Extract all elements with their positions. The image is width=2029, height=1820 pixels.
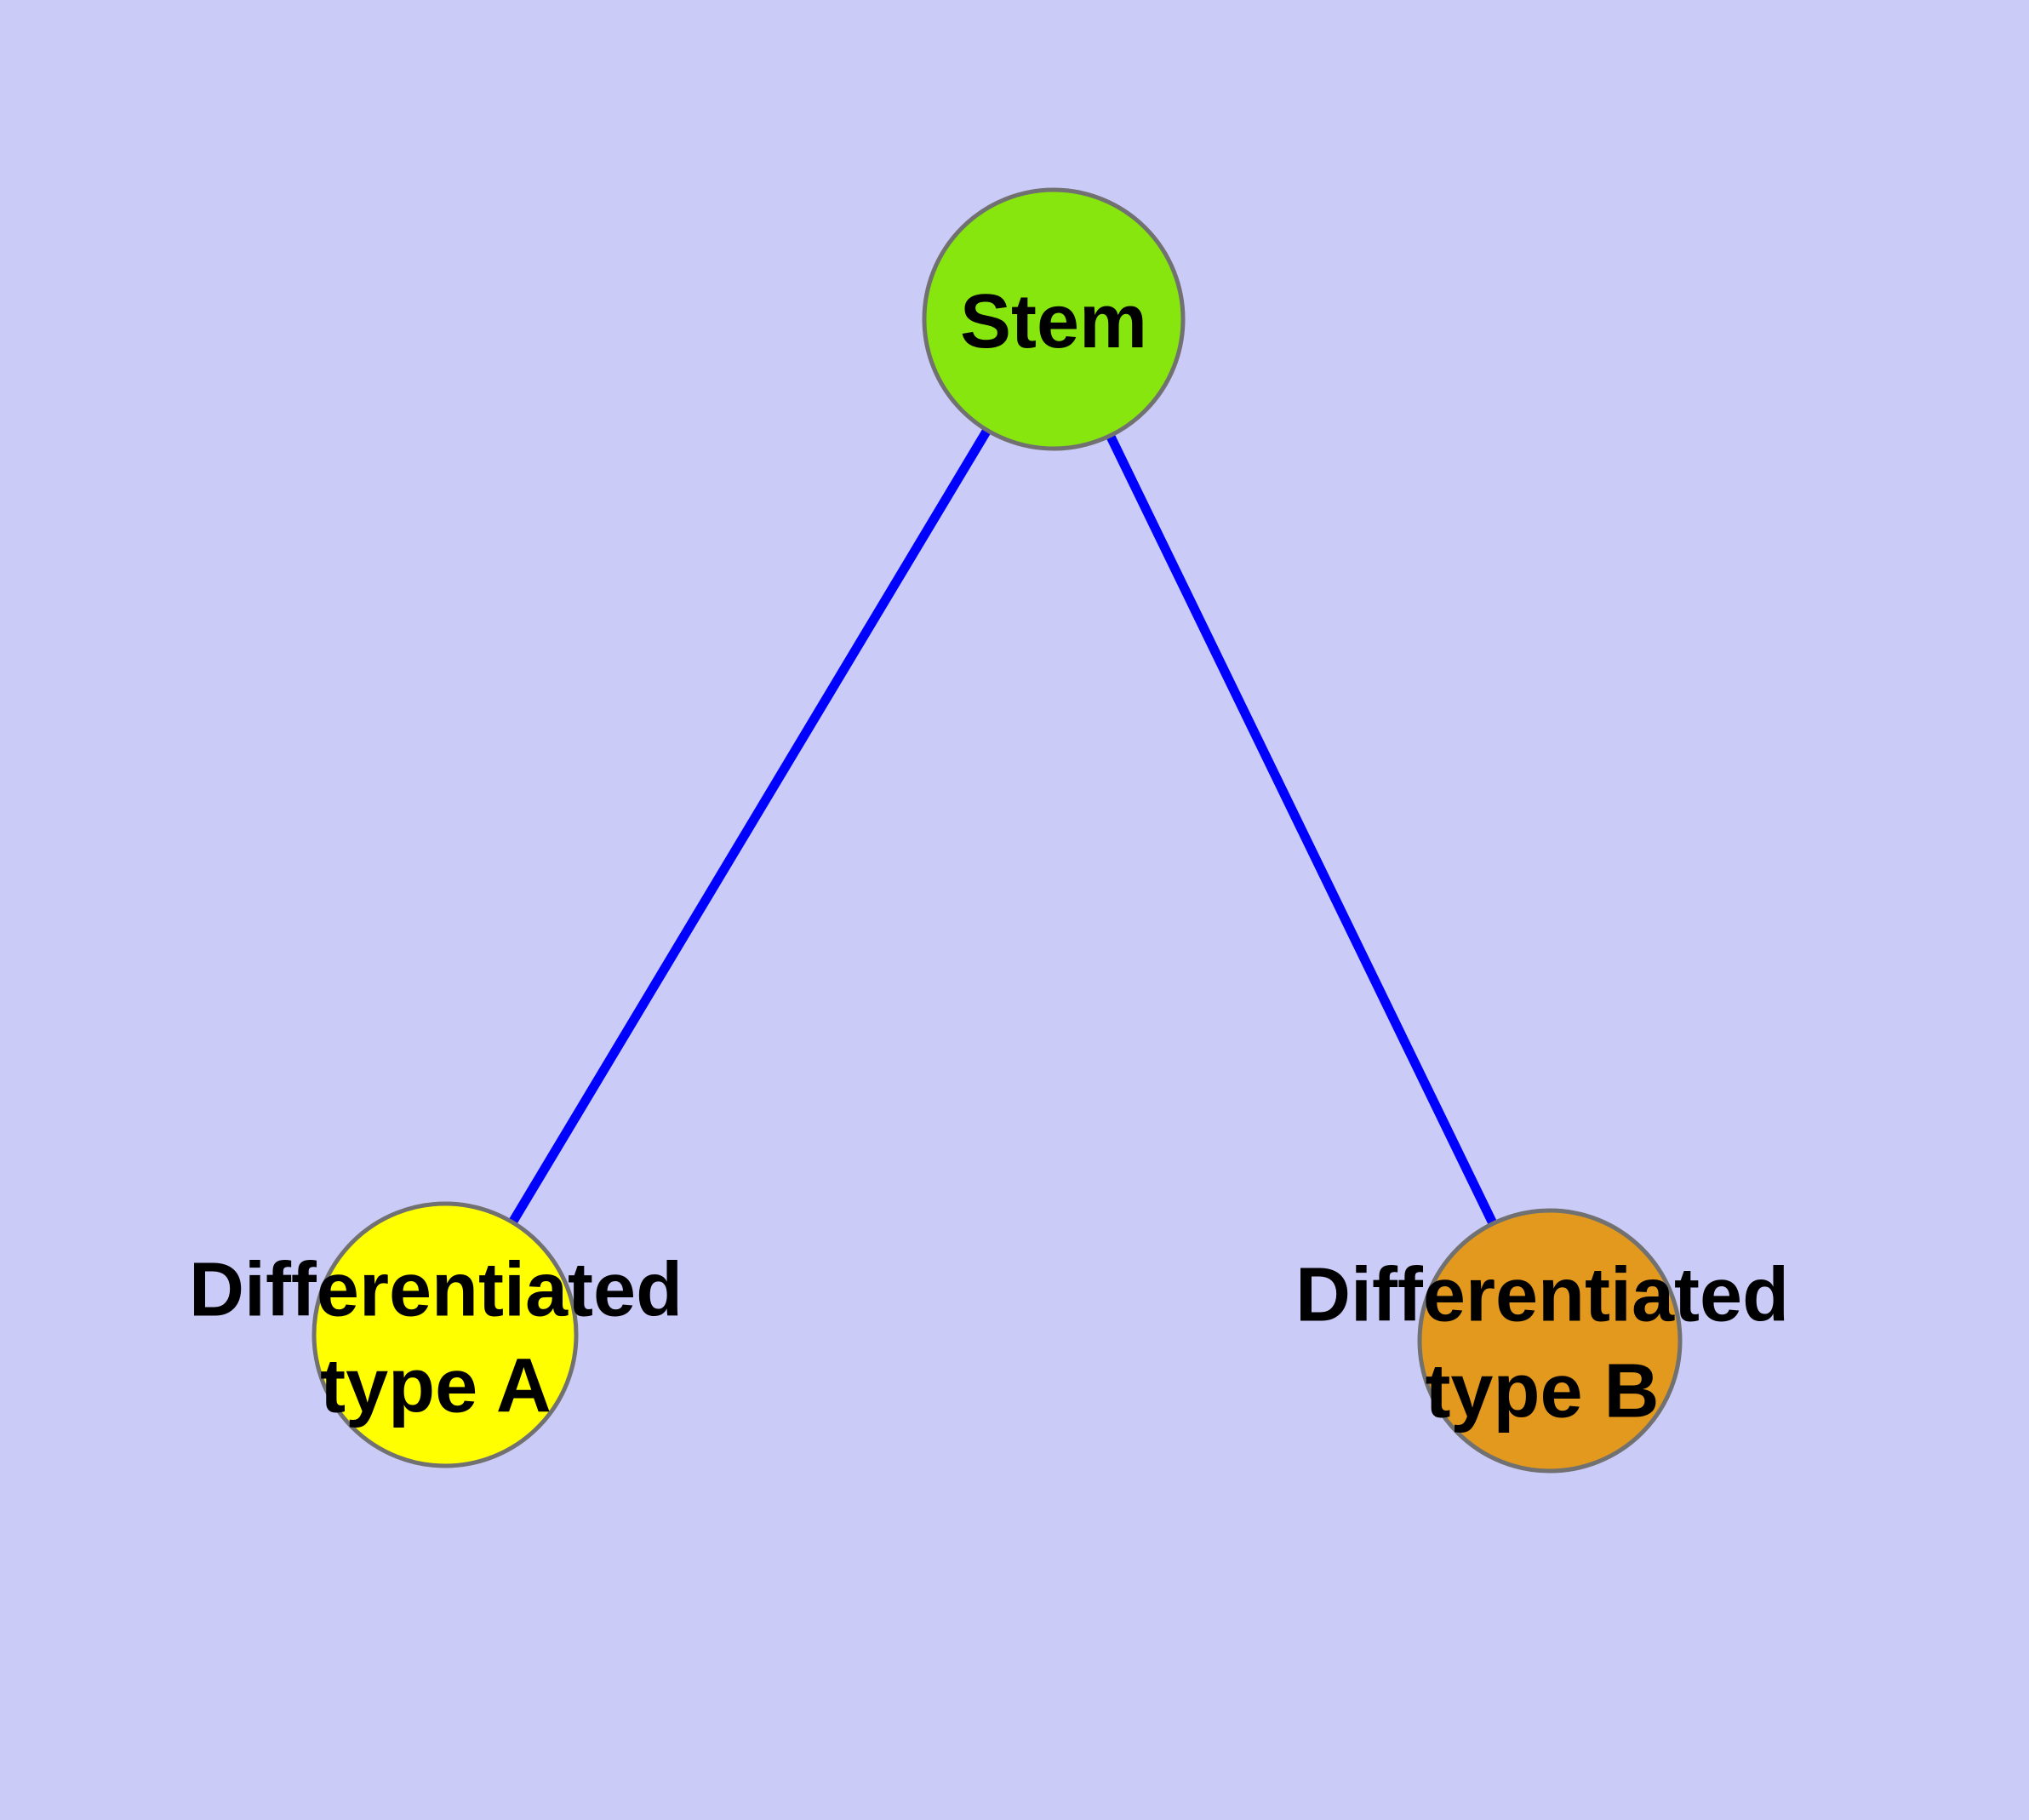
node-differentiated-type-a xyxy=(311,1201,579,1468)
edge-stem-to-type-b xyxy=(1049,317,1554,1343)
node-stem xyxy=(922,187,1186,451)
edge-stem-to-type-a xyxy=(441,317,1058,1337)
node-differentiated-type-b xyxy=(1417,1208,1683,1474)
